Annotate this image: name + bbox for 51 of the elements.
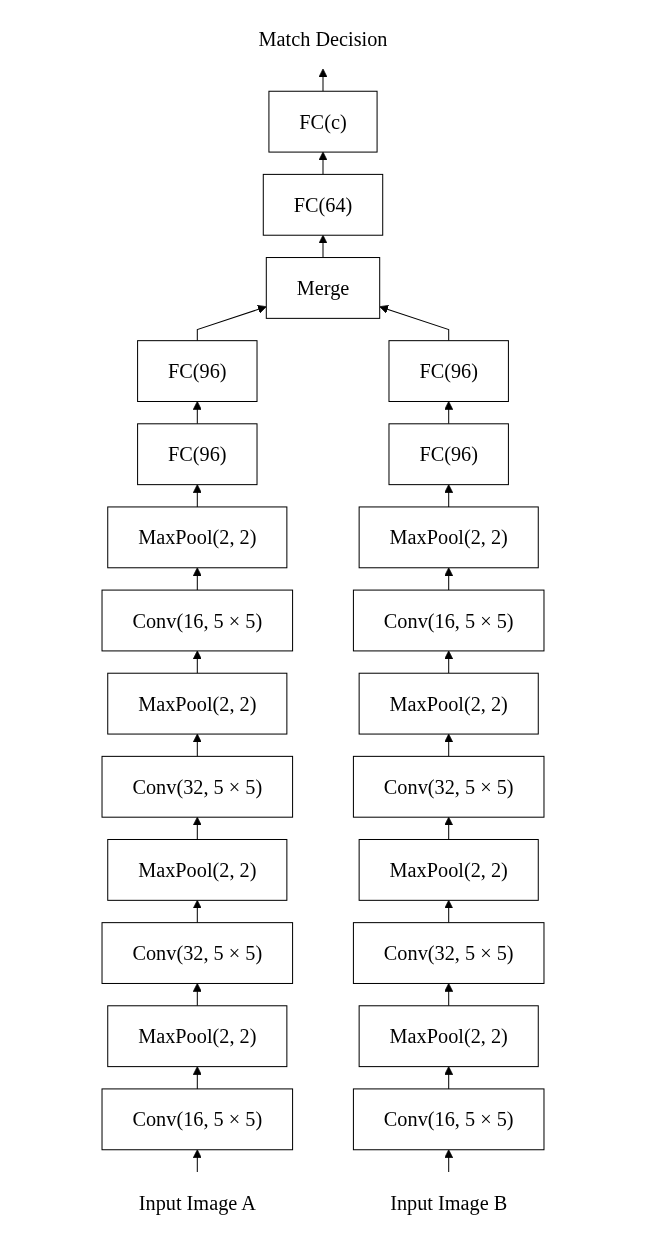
arrow (444, 567, 454, 591)
arrow (318, 151, 328, 175)
node-box: Conv(32, 5 × 5) (101, 922, 294, 984)
arrow (444, 899, 454, 924)
arrow (444, 401, 454, 425)
arrow (196, 305, 267, 342)
node-text: Input Image B (390, 1191, 508, 1214)
node-box: FC(96) (388, 340, 509, 402)
arrow (444, 1149, 454, 1173)
arrow (192, 484, 202, 508)
node-box: Conv(32, 5 × 5) (352, 755, 545, 818)
node-box: Conv(32, 5 × 5) (101, 755, 294, 818)
arrow (318, 234, 328, 259)
arrow (444, 983, 454, 1007)
arrow (192, 983, 202, 1007)
arrow (444, 1066, 454, 1090)
node-box: MaxPool(2, 2) (107, 672, 288, 735)
node-box: FC(64) (262, 173, 384, 236)
arrow (444, 484, 454, 508)
node-box: Conv(16, 5 × 5) (101, 589, 294, 652)
arrow (192, 899, 202, 924)
arrow (192, 816, 202, 840)
node-box: FC(96) (388, 423, 509, 486)
node-text: Match Decision (258, 27, 388, 50)
node-box: Conv(16, 5 × 5) (101, 1088, 294, 1151)
arrow (379, 305, 450, 342)
node-box: MaxPool(2, 2) (358, 672, 539, 735)
arrow (192, 401, 202, 425)
node-box: MaxPool(2, 2) (107, 1005, 288, 1068)
arrow (192, 650, 202, 674)
node-box: MaxPool(2, 2) (358, 839, 539, 901)
node-box: FC(c) (268, 90, 378, 153)
node-box: MaxPool(2, 2) (358, 1005, 539, 1068)
node-box: MaxPool(2, 2) (358, 506, 539, 569)
node-box: Merge (265, 257, 381, 319)
arrow (444, 650, 454, 674)
arrow (318, 68, 328, 92)
node-box: Conv(16, 5 × 5) (352, 589, 545, 652)
arrow (192, 1066, 202, 1090)
node-box: MaxPool(2, 2) (107, 839, 288, 901)
node-box: MaxPool(2, 2) (107, 506, 288, 569)
node-box: FC(96) (137, 423, 258, 486)
arrow (444, 733, 454, 757)
node-box: FC(96) (137, 340, 258, 402)
arrow (444, 816, 454, 840)
arrow (192, 733, 202, 757)
node-box: Conv(32, 5 × 5) (352, 922, 545, 984)
node-box: Conv(16, 5 × 5) (352, 1088, 545, 1151)
arrow (192, 567, 202, 591)
node-text: Input Image A (138, 1191, 256, 1214)
arrow (192, 1149, 202, 1173)
